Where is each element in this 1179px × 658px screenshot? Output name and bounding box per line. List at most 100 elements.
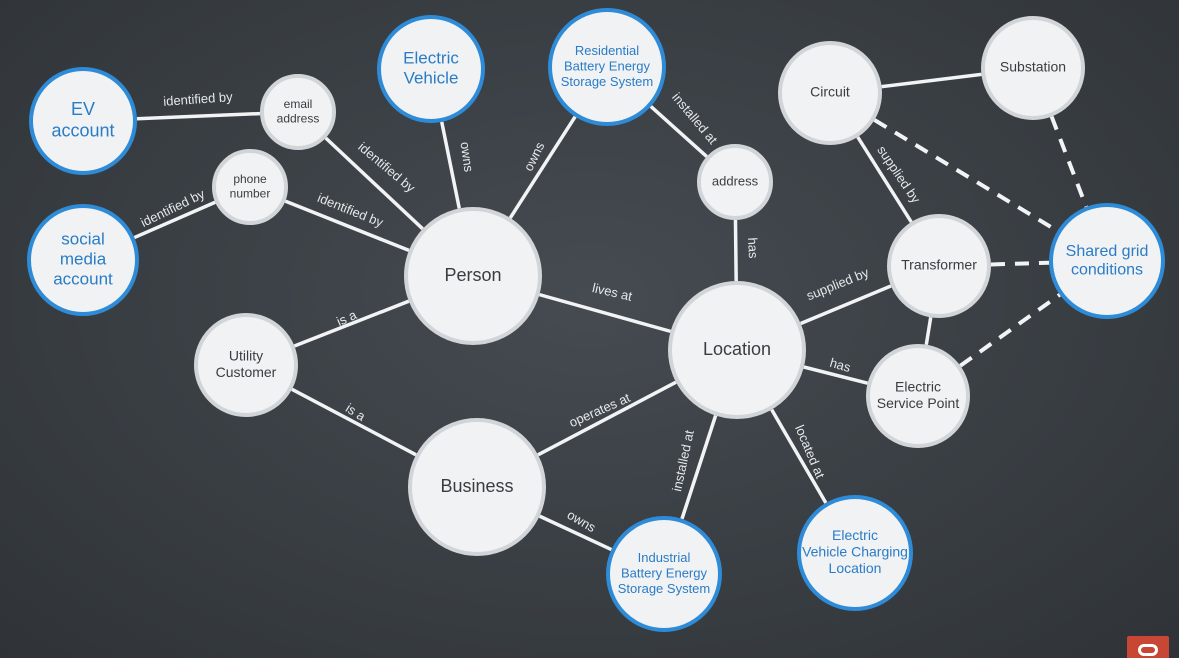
edge-social-media-to-phone — [133, 200, 216, 240]
edge-label: lives at — [591, 280, 634, 304]
edge-label: identified by — [163, 89, 234, 109]
node-label: Electric — [832, 527, 878, 543]
edge-circuit-to-shared-grid — [873, 118, 1059, 233]
node-label: number — [230, 186, 271, 200]
node-label: Storage System — [618, 581, 711, 596]
edge-substation-to-shared-grid — [1049, 115, 1089, 208]
node-label: Vehicle Charging — [802, 544, 908, 560]
node-label: address — [277, 111, 320, 125]
node-label: Location — [703, 339, 771, 359]
nodes-layer: EVaccountsocialmediaaccountemailaddressp… — [27, 8, 1165, 632]
edge-label: installed at — [669, 90, 721, 148]
node-circle — [866, 344, 970, 448]
edge-ev-account-to-email — [136, 111, 261, 121]
edge-label: owns — [458, 141, 477, 174]
node-label: social — [61, 229, 104, 248]
node-circle — [697, 144, 773, 220]
oracle-logo-icon — [1127, 636, 1169, 658]
node-substation: Substation — [981, 16, 1085, 120]
edge-circuit-to-transformer — [856, 136, 913, 223]
node-label: Electric — [895, 378, 941, 394]
node-address: address — [697, 144, 773, 220]
node-circle — [260, 74, 336, 150]
node-circle — [778, 41, 882, 145]
node-business: Business — [408, 418, 546, 556]
node-circle — [194, 313, 298, 417]
node-circle — [29, 67, 137, 175]
node-label: Transformer — [901, 257, 977, 273]
node-label: media — [60, 249, 107, 268]
node-label: Storage System — [561, 74, 654, 89]
node-label: email — [284, 97, 313, 111]
edge-electric-vehicle-to-person — [440, 121, 461, 209]
node-transformer: Transformer — [887, 214, 991, 318]
node-label: Shared grid — [1066, 243, 1149, 260]
node-label: account — [51, 120, 114, 140]
node-shared-grid: Shared grid conditions — [1049, 203, 1165, 319]
edges-layer — [133, 72, 1089, 552]
node-label: Utility — [229, 347, 263, 363]
edge-label: has — [745, 237, 761, 259]
edge-utility-customer-to-business — [291, 387, 417, 457]
slide-footer — [0, 652, 1179, 658]
node-label: Business — [440, 476, 513, 496]
edge-ev-charging-to-location — [770, 408, 828, 504]
edge-label: identified by — [315, 190, 385, 230]
edge-transformer-to-electric-service-point — [924, 317, 933, 345]
edge-industrial-bess-to-location — [680, 415, 718, 520]
node-label: account — [53, 270, 113, 289]
node-label: Circuit — [810, 84, 850, 100]
node-label: address — [712, 173, 759, 188]
node-label: conditions — [1071, 262, 1143, 279]
edge-person-to-location — [538, 292, 672, 334]
node-label: Electric — [403, 48, 459, 67]
edge-address-to-location — [733, 219, 738, 282]
node-circle — [797, 495, 913, 611]
node-circle — [887, 214, 991, 318]
node-circle — [377, 15, 485, 123]
edge-location-to-electric-service-point — [803, 365, 869, 385]
edge-label: has — [828, 355, 853, 375]
node-person: Person — [404, 207, 542, 345]
node-circle — [548, 8, 666, 126]
edge-label: is a — [343, 400, 369, 424]
edge-residential-bess-to-address — [649, 105, 708, 158]
node-label: Location — [829, 560, 882, 576]
node-label: Battery Energy — [621, 565, 707, 580]
node-label: Industrial — [638, 550, 691, 565]
edge-label: is a — [334, 307, 359, 329]
edge-phone-to-person — [284, 199, 410, 253]
node-circle — [606, 516, 722, 632]
node-label: EV — [71, 99, 95, 119]
node-label: Customer — [216, 364, 277, 380]
node-circle — [408, 418, 546, 556]
edge-location-to-transformer — [800, 284, 892, 326]
edge-business-to-industrial-bess — [538, 514, 613, 552]
edge-transformer-to-shared-grid — [990, 260, 1050, 267]
edge-email-to-person — [324, 136, 424, 231]
node-circle — [668, 281, 806, 419]
edge-label: identified by — [138, 186, 207, 230]
node-circle — [212, 149, 288, 225]
edge-person-to-utility-customer — [293, 299, 410, 348]
node-circle — [27, 204, 139, 316]
node-label: Service Point — [877, 395, 960, 411]
node-label: Battery Energy — [564, 58, 650, 73]
node-circle — [981, 16, 1085, 120]
node-circle — [404, 207, 542, 345]
node-location: Location — [668, 281, 806, 419]
node-label: Substation — [1000, 59, 1066, 75]
edge-electric-service-point-to-shared-grid — [959, 293, 1061, 368]
edge-residential-bess-to-person — [508, 115, 577, 219]
